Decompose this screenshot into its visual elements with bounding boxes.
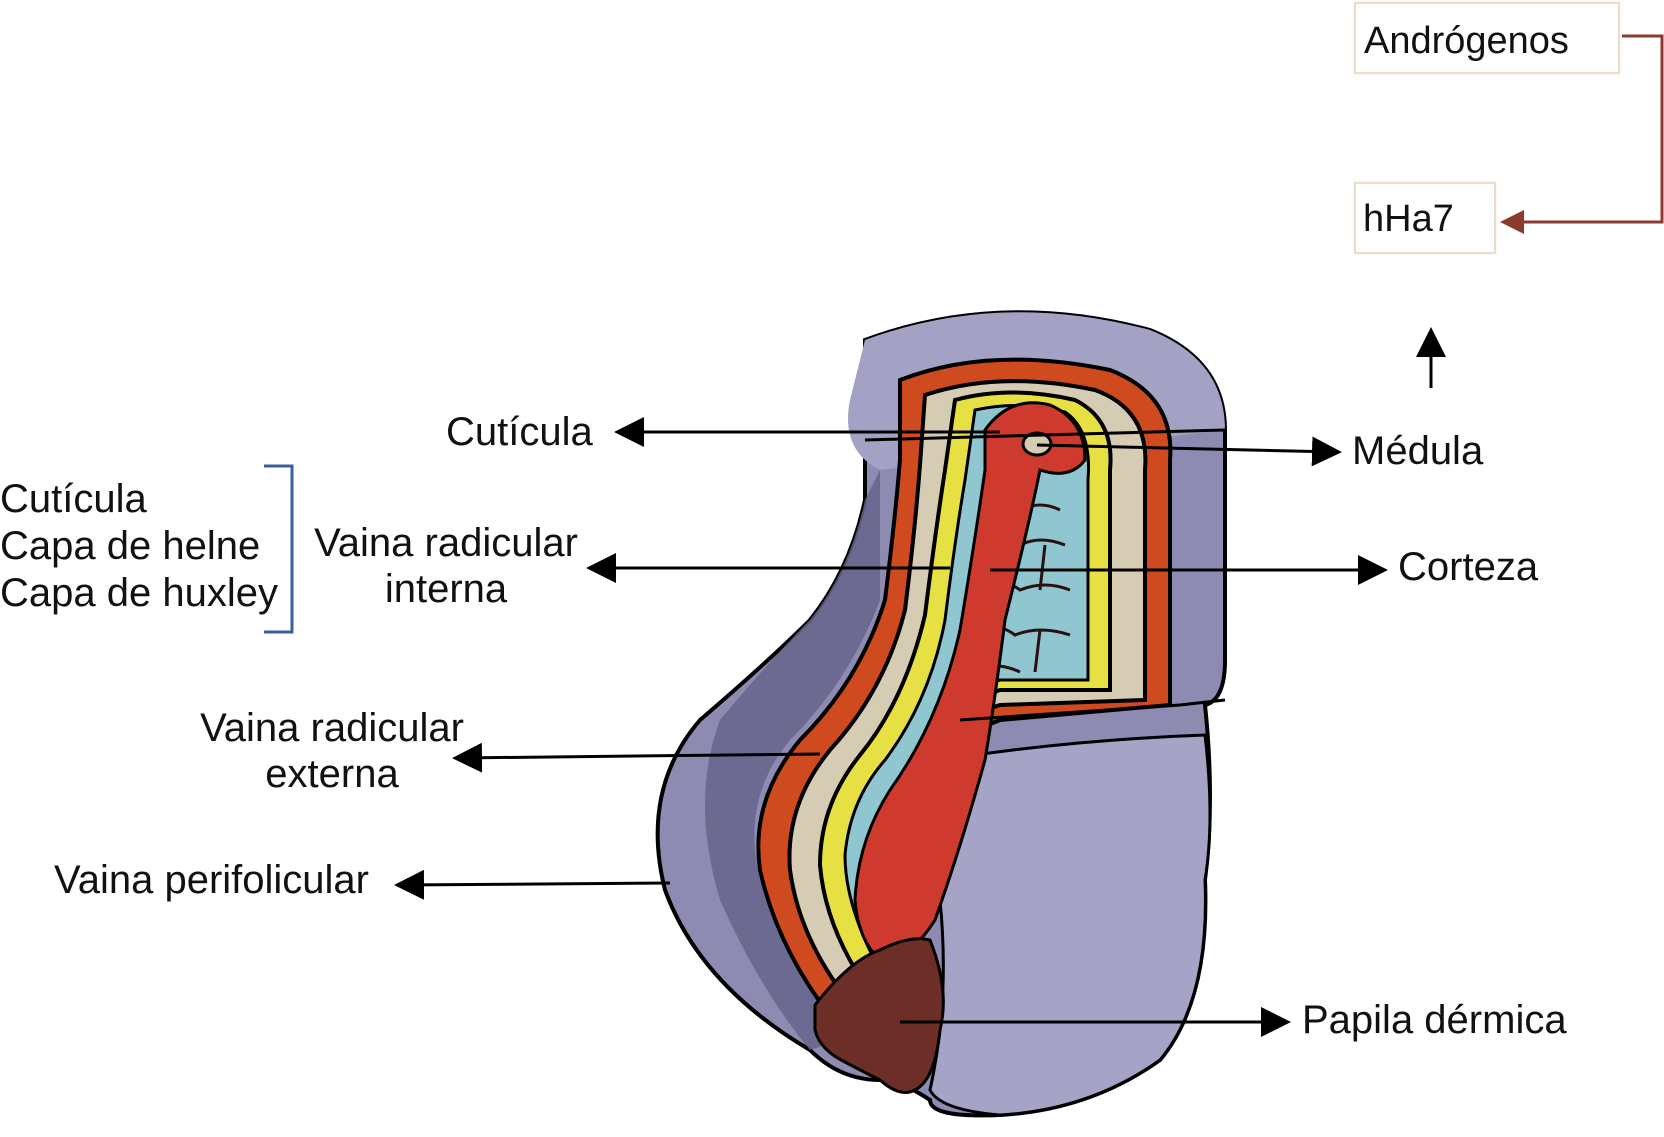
arrow-vaina-perifolicular [394,869,671,900]
inner-sheath-bracket [264,464,294,634]
androgenos-label: Andrógenos [1364,20,1569,62]
layer-capa-helne: Capa de helne [0,524,261,568]
androgenos-box [1354,2,1620,74]
label-vaina-externa-line1: Vaina radicular [200,706,464,750]
hha7-label: hHa7 [1363,198,1454,240]
label-vaina-interna-line2: interna [384,567,508,611]
label-vaina-interna-line1: Vaina radicular [314,521,578,565]
label-papila-dermica: Papila dérmica [1302,998,1567,1042]
label-cuticula: Cutícula [446,410,593,454]
label-vaina-radicular-externa: Vaina radicular externa [194,705,470,797]
arrow-medula [1036,436,1342,467]
arrow-vaina-externa [452,742,821,773]
label-medula: Médula [1352,429,1484,473]
hair-shaft [853,401,1087,962]
androgen-connector [1500,34,1664,234]
pointer-arrows [394,327,1446,1037]
layer-cuticula: Cutícula [0,477,147,521]
label-vaina-perifolicular: Vaina perifolicular [54,858,369,902]
label-vaina-externa-line2: externa [265,752,399,796]
dermal-papilla [813,937,945,1094]
layer-capa-huxley: Capa de huxley [0,571,278,615]
inner-sheath-layer-list: Cutícula Capa de helne Capa de huxley [0,476,278,617]
label-vaina-radicular-interna: Vaina radicular interna [310,520,582,612]
hha7-box [1354,182,1496,254]
label-corteza: Corteza [1398,545,1539,589]
